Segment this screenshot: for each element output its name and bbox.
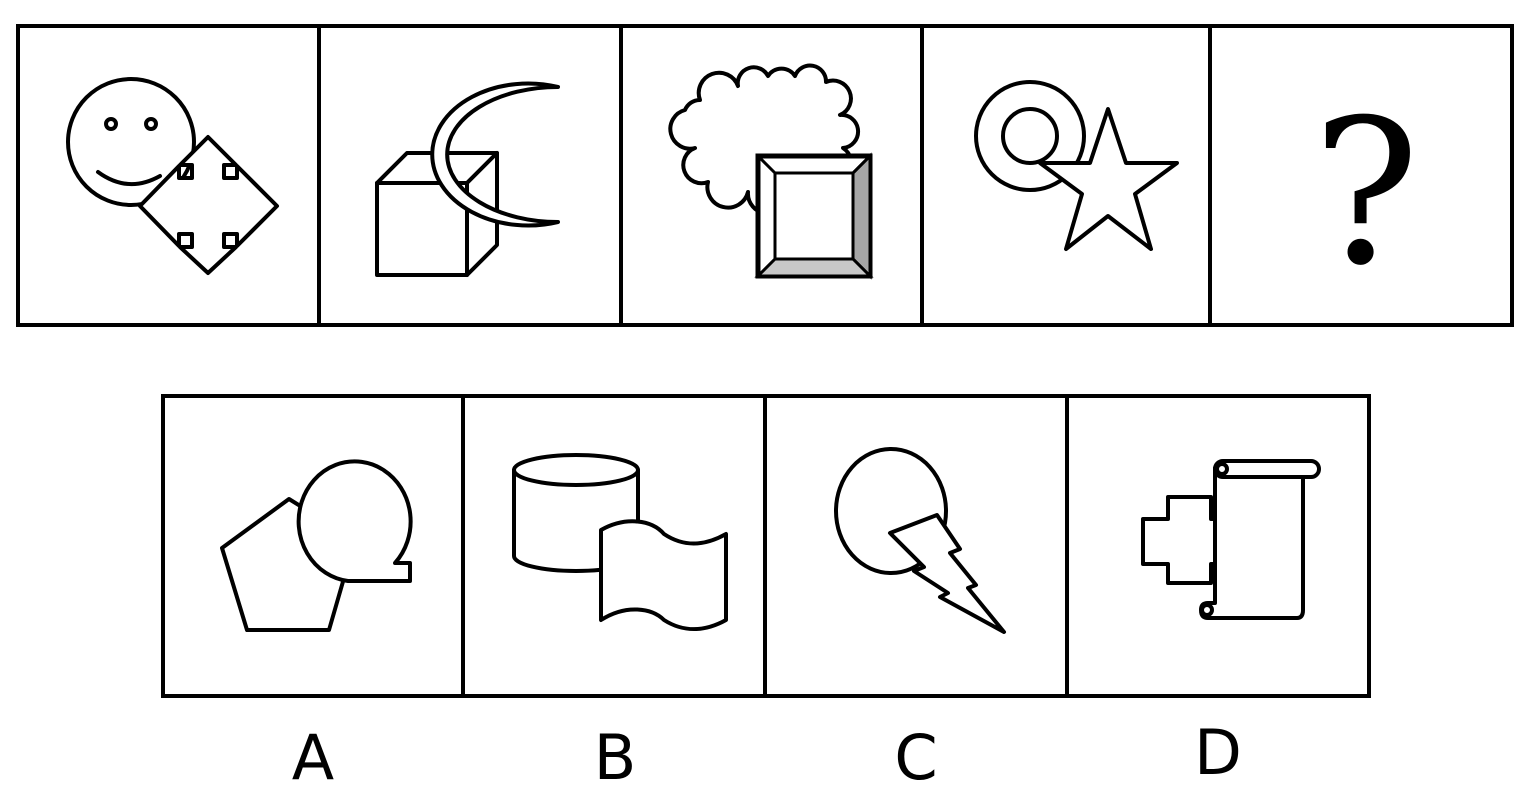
beveled-square-icon [754,152,874,280]
scroll-icon [1199,459,1321,620]
question-row-frame [16,24,1514,327]
option-label-d: D [1194,716,1242,789]
lightning-bolt-icon [888,513,1006,634]
question-mark: ? [1312,77,1419,310]
option-b[interactable] [461,394,767,698]
crescent-moon-icon [430,81,560,228]
option-label-b: B [594,721,637,794]
rounded-callout-icon [296,459,413,583]
cell-2-figure [375,81,560,277]
option-a[interactable] [161,394,465,698]
smiley-face-icon [66,77,196,207]
cell-3-figure [668,63,874,280]
cell-1-figure [66,77,279,275]
option-d-frame[interactable] [1065,394,1371,698]
cell-4-figure [974,80,1179,251]
option-c[interactable] [763,394,1069,698]
wave-banner-icon [599,519,728,632]
star-icon [1038,107,1179,251]
options-row: A B C D [161,394,1371,794]
four-way-arrow-icon [138,135,279,275]
option-label-a: A [292,721,334,794]
question-row: ? [16,24,1514,327]
option-d[interactable] [1065,394,1371,698]
option-label-c: C [894,721,937,794]
